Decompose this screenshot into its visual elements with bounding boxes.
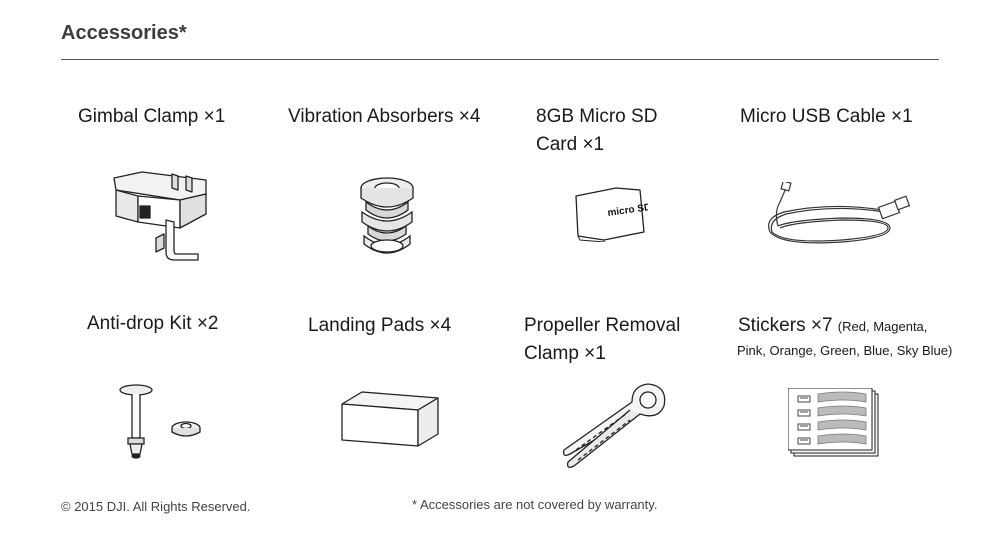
stickers-icon — [788, 388, 884, 460]
item-label-vibration-absorbers: Vibration Absorbers ×4 — [288, 106, 481, 127]
copyright-text: © 2015 DJI. All Rights Reserved. — [61, 499, 251, 514]
item-label-micro-sd: 8GB Micro SD Card ×1 — [536, 106, 658, 155]
gimbal-clamp-icon — [108, 170, 212, 270]
micro-sd-logo-text: micro SD — [607, 202, 648, 219]
landing-pad-icon — [340, 390, 440, 448]
section-title: Accessories* — [61, 22, 187, 44]
propeller-clamp-icon — [560, 380, 670, 470]
micro-sd-card-icon: micro SD — [574, 186, 648, 242]
anti-drop-kit-icon — [112, 382, 212, 462]
item-label-usb-cable: Micro USB Cable ×1 — [740, 106, 913, 127]
usb-cable-icon — [762, 182, 912, 252]
title-divider — [61, 59, 939, 60]
item-label-anti-drop-kit: Anti-drop Kit ×2 — [87, 313, 219, 334]
vibration-absorber-icon — [356, 176, 418, 264]
item-label-landing-pads: Landing Pads ×4 — [308, 315, 452, 336]
warranty-note: * Accessories are not covered by warrant… — [412, 497, 658, 512]
item-label-gimbal-clamp: Gimbal Clamp ×1 — [78, 106, 226, 127]
item-label-stickers: Stickers ×7 (Red, Magenta, Pink, Orange,… — [737, 315, 953, 358]
item-label-propeller-clamp: Propeller Removal Clamp ×1 — [524, 315, 681, 364]
